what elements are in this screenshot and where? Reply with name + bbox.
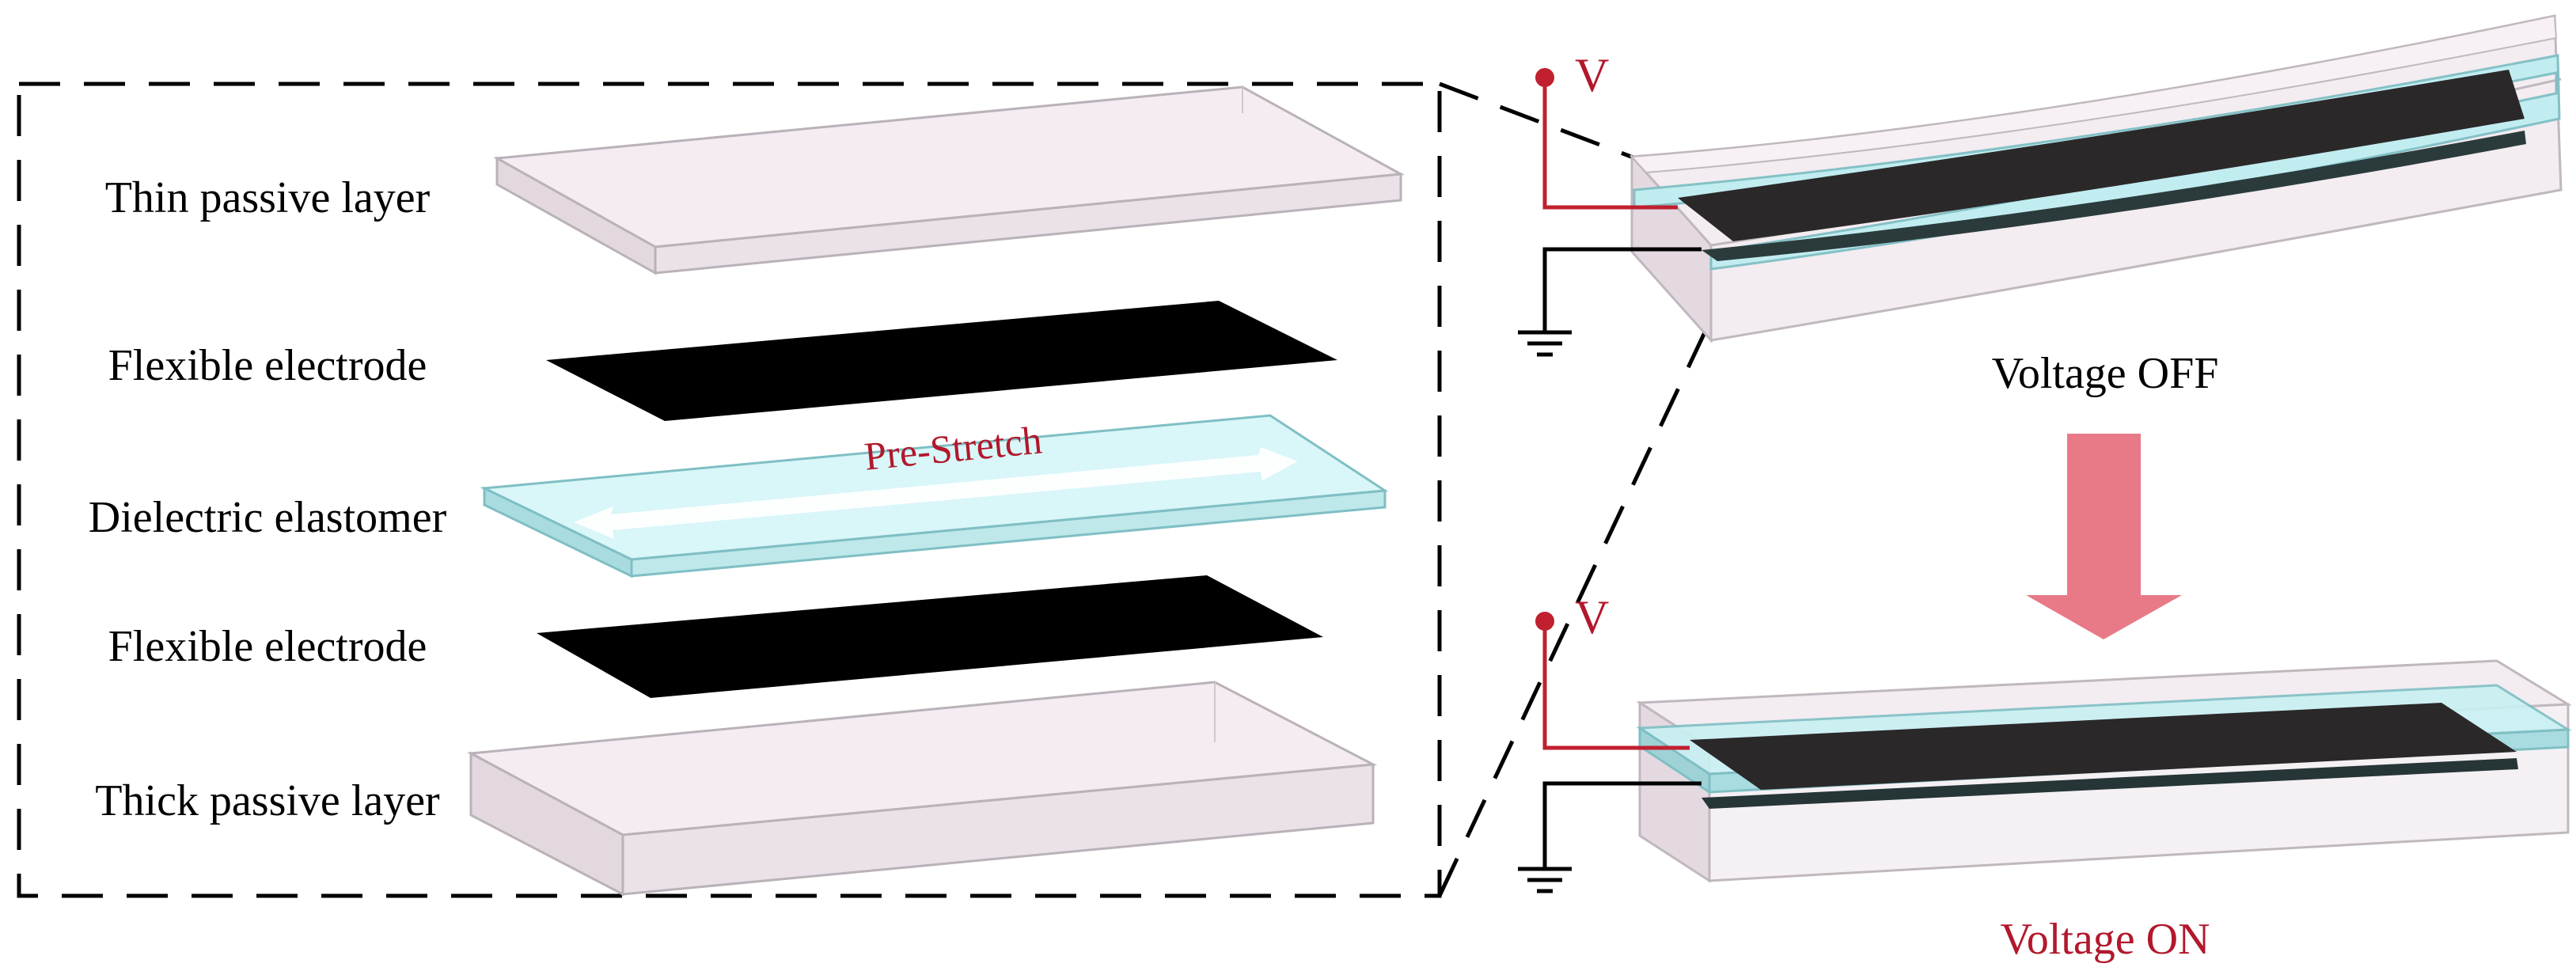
actuator-voltage-off <box>1629 14 2563 343</box>
wiring-bottom <box>1542 621 1702 869</box>
thin-passive-layer <box>493 85 1405 275</box>
voltage-off-label: Voltage OFF <box>1992 349 2219 398</box>
dielectric-elastomer-label: Dielectric elastomer <box>89 493 447 542</box>
voltage-symbol-top: V <box>1575 49 1609 101</box>
voltage-symbol-bottom: V <box>1575 591 1609 643</box>
bottom-flexible-electrode <box>537 575 1323 698</box>
state-transition-arrow <box>2026 434 2182 639</box>
zoom-projection-lines <box>1437 82 1708 897</box>
wiring-top <box>1542 78 1702 332</box>
ground-icon-bottom <box>1518 867 1572 893</box>
voltage-on-label: Voltage ON <box>2001 915 2210 964</box>
exploded-view-frame <box>17 82 1442 898</box>
ground-icon-top <box>1518 330 1572 357</box>
pre-stretch-arrow <box>574 447 1298 539</box>
top-electrode-label: Flexible electrode <box>108 341 427 390</box>
actuator-voltage-on <box>1636 659 2572 883</box>
top-flexible-electrode <box>546 301 1337 421</box>
voltage-terminal-bottom <box>1535 612 1554 631</box>
thick-passive-layer <box>466 681 1378 897</box>
bottom-electrode-label: Flexible electrode <box>108 622 427 671</box>
voltage-terminal-top <box>1535 68 1554 87</box>
thin-passive-layer-label: Thin passive layer <box>105 173 431 222</box>
thick-passive-layer-label: Thick passive layer <box>95 776 440 825</box>
